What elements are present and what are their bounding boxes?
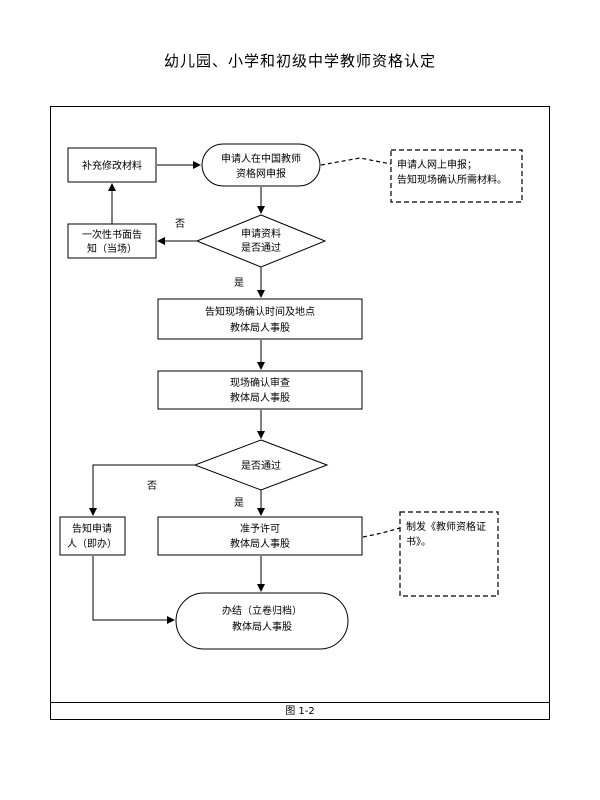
node-notify-applicant-text-2: 人（即办） xyxy=(67,537,117,550)
decision-pass-text: 是否通过 xyxy=(241,459,281,472)
decision-pass: 是否通过 xyxy=(193,439,329,491)
node-apply-text-1: 申请人在中国教师 xyxy=(221,152,301,165)
decision-review: 申请资料 是否通过 xyxy=(195,214,327,268)
node-approve-text-1: 准予许可 xyxy=(240,523,280,535)
note-online-apply: 申请人网上申报； 告知现场确认所需材料。 xyxy=(390,149,523,203)
node-approve-text-2: 教体局人事股 xyxy=(230,537,290,550)
connector-note2 xyxy=(362,527,401,538)
node-close-text-2: 教体局人事股 xyxy=(232,620,292,633)
decision-review-text-2: 是否通过 xyxy=(241,241,281,254)
node-onsite-text-1: 现场确认审查 xyxy=(230,376,290,389)
node-close: 办结（立卷归档） 教体局人事股 xyxy=(175,592,349,650)
page-title: 幼儿园、小学和初级中学教师资格认定 xyxy=(163,52,436,70)
label-no-2: 否 xyxy=(147,480,157,492)
node-notify-applicant: 告知申请 人（即办） xyxy=(59,516,126,556)
node-approve: 准予许可 教体局人事股 xyxy=(157,516,363,556)
note-certificate-text-2: 书》。 xyxy=(406,536,431,548)
node-notify-once: 一次性书面告 知（当场） xyxy=(67,223,157,259)
node-confirm-time-text-2: 教体局人事股 xyxy=(230,321,290,334)
diagram-frame xyxy=(50,106,550,720)
node-apply: 申请人在中国教师 资格网申报 xyxy=(201,143,321,187)
note-certificate-text-1: 制发《教师资格证 xyxy=(406,520,486,533)
node-apply-text-2: 资格网申报 xyxy=(236,167,286,180)
figure-caption: 图 1-2 xyxy=(50,702,550,720)
label-yes-2: 是 xyxy=(234,497,244,509)
node-onsite: 现场确认审查 教体局人事股 xyxy=(157,370,363,410)
node-notify-once-text-1: 一次性书面告 xyxy=(82,228,142,241)
node-notify-applicant-text-1: 告知申请 xyxy=(72,522,112,535)
label-yes-1: 是 xyxy=(234,277,244,289)
node-confirm-time-text-1: 告知现场确认时间及地点 xyxy=(205,305,315,318)
node-close-text-1: 办结（立卷归档） xyxy=(222,604,302,617)
node-onsite-text-2: 教体局人事股 xyxy=(230,391,290,404)
node-supplement: 补充修改材料 xyxy=(67,147,157,183)
decision-review-text-1: 申请资料 xyxy=(241,227,281,240)
node-confirm-time: 告知现场确认时间及地点 教体局人事股 xyxy=(157,298,363,340)
node-notify-once-text-2: 知（当场） xyxy=(87,242,137,255)
connector-note1 xyxy=(320,157,392,166)
node-supplement-text: 补充修改材料 xyxy=(82,159,142,172)
note-certificate: 制发《教师资格证 书》。 xyxy=(399,511,499,597)
arrow-pass-to-notify-applicant xyxy=(89,464,195,516)
label-no-1: 否 xyxy=(175,218,185,230)
note-online-apply-text-2: 告知现场确认所需材料。 xyxy=(397,173,507,186)
note-online-apply-text-1: 申请人网上申报； xyxy=(397,158,477,171)
arrow-notify-applicant-to-close xyxy=(92,556,175,624)
arrows xyxy=(89,161,265,624)
